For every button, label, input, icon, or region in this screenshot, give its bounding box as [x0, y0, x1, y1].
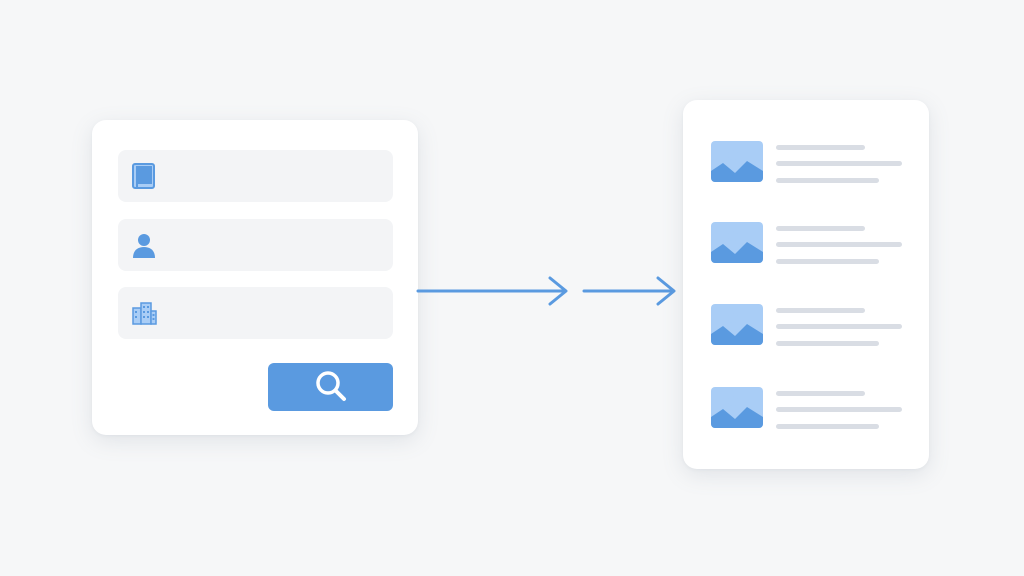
search-button[interactable] [268, 363, 393, 411]
book-icon [130, 162, 158, 190]
person-field[interactable] [118, 219, 393, 271]
result-title-line [776, 308, 865, 313]
image-icon [711, 222, 763, 263]
magnifier-icon [313, 368, 349, 407]
arrow-to-results [582, 276, 676, 306]
book-field[interactable] [118, 150, 393, 202]
result-item[interactable] [711, 387, 903, 431]
result-title-line [776, 391, 865, 396]
result-text-line [776, 407, 902, 412]
result-text-line [776, 242, 902, 247]
result-title-line [776, 226, 865, 231]
image-icon [711, 141, 763, 182]
building-icon [130, 299, 158, 327]
result-text-line [776, 341, 879, 346]
result-item[interactable] [711, 304, 903, 348]
result-title-line [776, 145, 865, 150]
image-icon [711, 304, 763, 345]
result-text-line [776, 161, 902, 166]
search-form-card [92, 120, 418, 435]
result-text-line [776, 324, 902, 329]
image-icon [711, 387, 763, 428]
result-text-line [776, 259, 879, 264]
building-field[interactable] [118, 287, 393, 339]
arrow-to-middle [416, 276, 568, 306]
result-item[interactable] [711, 222, 903, 266]
person-icon [130, 231, 158, 259]
result-text-line [776, 178, 879, 183]
result-text-line [776, 424, 879, 429]
result-item[interactable] [711, 141, 903, 185]
results-card [683, 100, 929, 469]
